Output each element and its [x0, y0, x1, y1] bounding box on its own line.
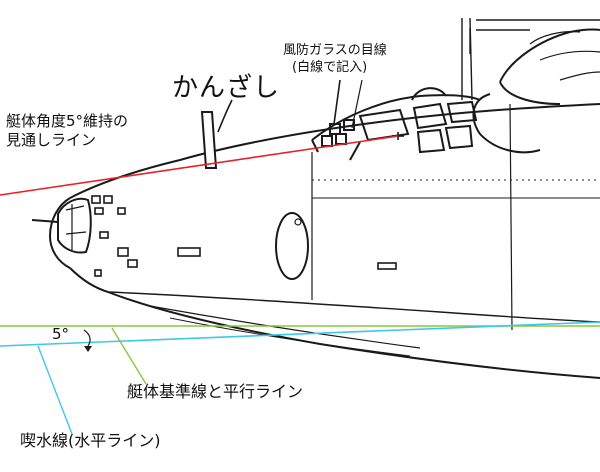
kanzashi-label: かんざし	[172, 73, 281, 103]
angle-label: 5°	[52, 325, 70, 343]
fuselage-details	[311, 17, 600, 331]
waterline-label: 喫水線(水平ライン)	[20, 431, 161, 450]
windshield-pointer	[333, 79, 341, 125]
nose-turret	[57, 197, 92, 254]
kanzashi-post	[200, 111, 218, 169]
engine-nacelle	[472, 28, 600, 154]
hull-outline	[48, 103, 600, 379]
nose-gun	[31, 219, 59, 223]
windshield-line-label: 風防ガラスの目線	[283, 43, 387, 58]
waterline-leader	[37, 345, 73, 435]
sight-line-label-line1: 艇体角度5°維持の	[6, 112, 129, 130]
waterline	[0, 321, 600, 347]
kanzashi-pointer	[217, 99, 233, 133]
sight-line	[0, 135, 399, 196]
windshield-line-sublabel: (白線で記入)	[292, 60, 368, 75]
nose-windows	[91, 195, 397, 277]
cockpit-canopy	[311, 87, 481, 161]
sight-line-label-line2: 見通しライン	[6, 131, 97, 149]
datum-parallel-label: 艇体基準線と平行ライン	[127, 382, 304, 401]
side-hatch	[275, 212, 309, 280]
angle-arc	[83, 329, 91, 347]
datum-leader	[111, 327, 147, 385]
